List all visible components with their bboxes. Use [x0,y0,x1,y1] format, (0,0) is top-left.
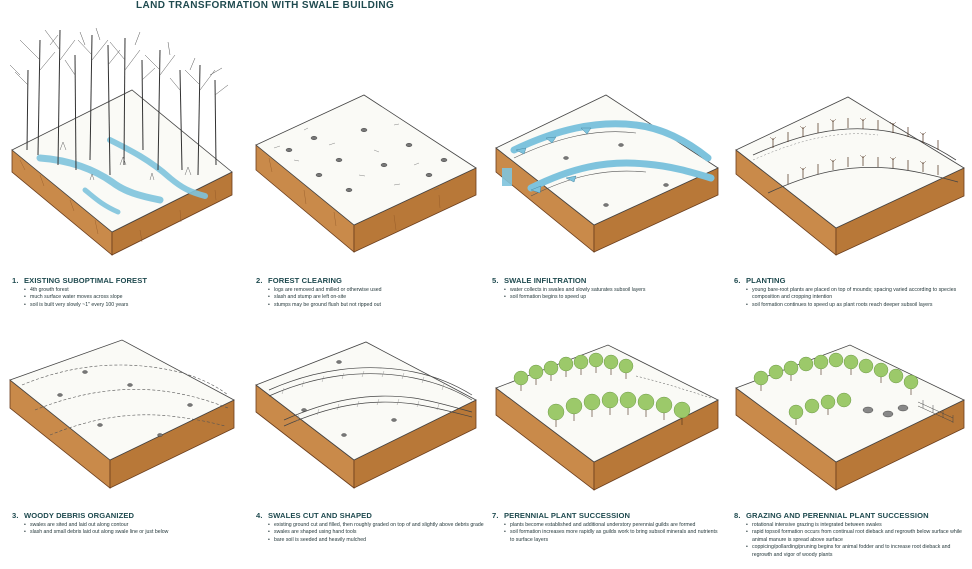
panel-7-title: PERENNIAL PLANT SUCCESSION [504,511,631,520]
forest-block-illustration [9,27,233,256]
panel-5-title: SWALE INFILTRATION [504,276,587,285]
panel-2-illustration [244,0,484,260]
bullet: slash and small debris laid out along sw… [24,529,242,537]
panel-1-illustration [0,0,240,260]
panel-6-number: 6. [734,276,741,285]
panel-6-bullets: young bare-root plants are placed on top… [734,287,964,310]
bullet: rotational intensive grazing is integrat… [746,522,964,530]
bullet: water collects in swales and slowly satu… [504,287,722,295]
panel-8-illustration [728,340,972,505]
planting-illustration [735,96,965,256]
panel-5-caption: 5. SWALE INFILTRATION water collects in s… [492,276,722,302]
swales-cut-illustration [255,341,477,489]
panel-7-heading: 7. PERENNIAL PLANT SUCCESSION [492,511,722,520]
bullet: 4th growth forest [24,287,242,295]
panel-1-number: 1. [12,276,19,285]
panel-3-number: 3. [12,511,19,520]
panel-3-title: WOODY DEBRIS ORGANIZED [24,511,135,520]
panel-8-bullets: rotational intensive grazing is integrat… [734,522,964,559]
water-arrows [515,127,592,194]
bullet: existing ground cut and filled, then rou… [268,522,486,530]
perennial-succession-illustration [495,344,719,491]
grazing-illustration [735,344,965,491]
panel-5-heading: 5. SWALE INFILTRATION [492,276,722,285]
panel-5-number: 5. [492,276,499,285]
panel-5-illustration [486,0,726,260]
panel-2-heading: 2. FOREST CLEARING [256,276,486,285]
bullet: soil formation increases more rapidly as… [504,529,722,544]
panel-4-illustration [244,340,484,505]
bullet: soil formation continues to speed up as … [746,302,964,310]
page-title: LAND TRANSFORMATION WITH SWALE BUILDING [136,0,395,11]
bullet: bare soil is seeded and heavily mulched [268,537,486,545]
panel-6-heading: 6. PLANTING [734,276,964,285]
swale-infiltration-illustration [495,94,719,253]
panel-3-caption: 3. WOODY DEBRIS ORGANIZED swales are site… [12,511,242,537]
panel-4-heading: 4. SWALES CUT AND SHAPED [256,511,486,520]
panel-7-caption: 7. PERENNIAL PLANT SUCCESSION plants beco… [492,511,722,544]
panel-3-bullets: swales are sited and laid out along cont… [12,522,242,537]
cleared-block-illustration [255,94,477,253]
panel-8-number: 8. [734,511,741,520]
panel-2-bullets: logs are removed and milled or otherwise… [256,287,486,310]
tree-canopy [753,352,919,420]
panel-2-number: 2. [256,276,263,285]
panel-8-caption: 8. GRAZING AND PERENNIAL PLANT SUCCESSION… [734,511,964,559]
bullet: plants become established and additional… [504,522,722,530]
woody-debris-illustration [9,339,235,489]
bullet: soil is built very slowly ~1" every 100 … [24,302,242,310]
bullet: coppicing/pollarding/pruning begins for … [746,544,964,559]
grazing-animals [862,404,909,418]
panel-1-title: EXISTING SUBOPTIMAL FOREST [24,276,148,285]
panel-4-bullets: existing ground cut and filled, then rou… [256,522,486,545]
bullet: young bare-root plants are placed on top… [746,287,964,302]
bullet: slash and stump are left on-site [268,294,486,302]
panel-1-caption: 1. EXISTING SUBOPTIMAL FOREST 4th growth … [12,276,242,310]
bullet: stumps may be ground flush but not rippe… [268,302,486,310]
bullet: swales are shaped using hand tools [268,529,486,537]
panel-6-illustration [728,0,972,260]
panel-1-heading: 1. EXISTING SUBOPTIMAL FOREST [12,276,242,285]
panel-4-number: 4. [256,511,263,520]
panel-6-caption: 6. PLANTING young bare-root plants are pl… [734,276,964,310]
panel-8-title: GRAZING AND PERENNIAL PLANT SUCCESSION [746,511,929,520]
bullet: much surface water moves across slope [24,294,242,302]
panel-6-title: PLANTING [746,276,786,285]
panel-3-illustration [0,339,244,505]
panel-4-title: SWALES CUT AND SHAPED [268,511,372,520]
fence [917,400,954,423]
panel-1-bullets: 4th growth forest much surface water mov… [12,287,242,310]
panel-3-heading: 3. WOODY DEBRIS ORGANIZED [12,511,242,520]
bullet: swales are sited and laid out along cont… [24,522,242,530]
panel-7-number: 7. [492,511,499,520]
panel-5-bullets: water collects in swales and slowly satu… [492,287,722,302]
panel-8-heading: 8. GRAZING AND PERENNIAL PLANT SUCCESSION [734,511,964,520]
bullet: logs are removed and milled or otherwise… [268,287,486,295]
panel-2-title: FOREST CLEARING [268,276,343,285]
panel-7-bullets: plants become established and additional… [492,522,722,544]
bullet: rapid topsoil formation occurs from cont… [746,529,964,544]
young-plants [772,118,939,184]
panel-4-caption: 4. SWALES CUT AND SHAPED existing ground … [256,511,486,545]
panel-2-caption: 2. FOREST CLEARING logs are removed and m… [256,276,486,310]
bullet: soil formation begins to speed up [504,294,722,302]
panel-7-illustration [486,340,726,505]
